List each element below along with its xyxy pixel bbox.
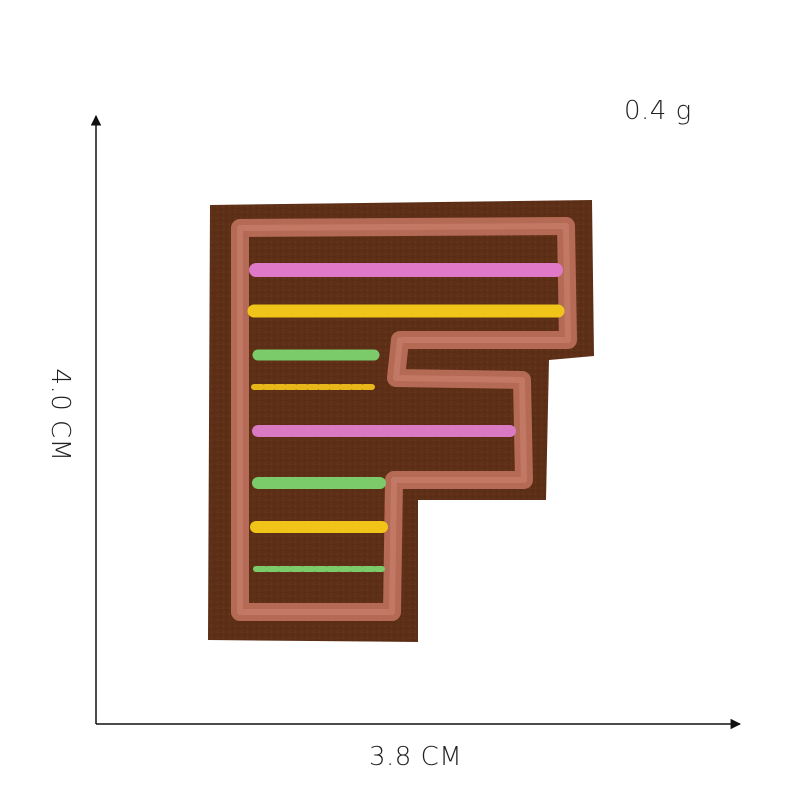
weight-label: 0.4 g: [624, 96, 692, 126]
letter-f-patch: [208, 200, 594, 642]
width-dimension-label: 3.8 CM: [369, 742, 463, 772]
patch-border-highlight: [237, 223, 571, 615]
height-dimension-label: 4.0 CM: [45, 368, 75, 462]
patch-stripes: [247, 263, 565, 572]
